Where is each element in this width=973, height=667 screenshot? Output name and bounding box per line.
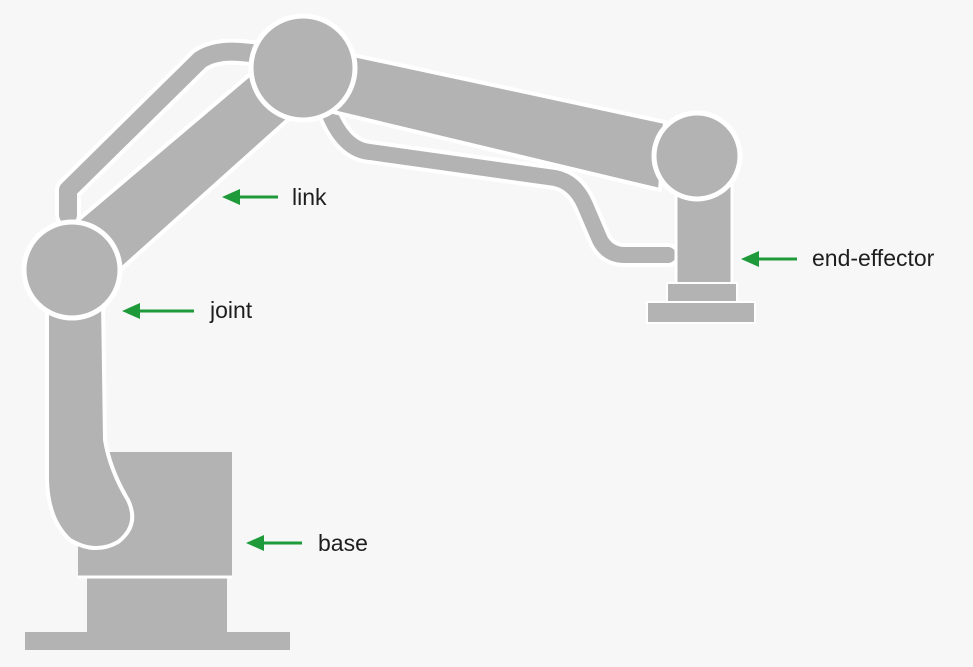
base-arrow — [246, 535, 302, 551]
upper-arm-cable-core — [59, 42, 284, 224]
end-effector-flange — [666, 282, 738, 304]
floor-plate — [25, 632, 290, 650]
wrist-joint — [651, 110, 743, 202]
end-effector-plate — [646, 301, 756, 324]
joint-arrow — [122, 303, 194, 319]
link-arrow — [222, 189, 278, 205]
forearm-cable-core — [322, 107, 676, 263]
shoulder-joint — [21, 219, 123, 321]
elbow-joint — [248, 13, 358, 123]
link-label: link — [292, 184, 327, 210]
base-pedestal — [87, 575, 227, 635]
base-label: base — [318, 530, 368, 556]
end-effector-arrow — [741, 251, 797, 267]
end-effector-label: end-effector — [812, 245, 935, 271]
joint-label: joint — [210, 297, 253, 323]
lower-link — [45, 298, 135, 550]
